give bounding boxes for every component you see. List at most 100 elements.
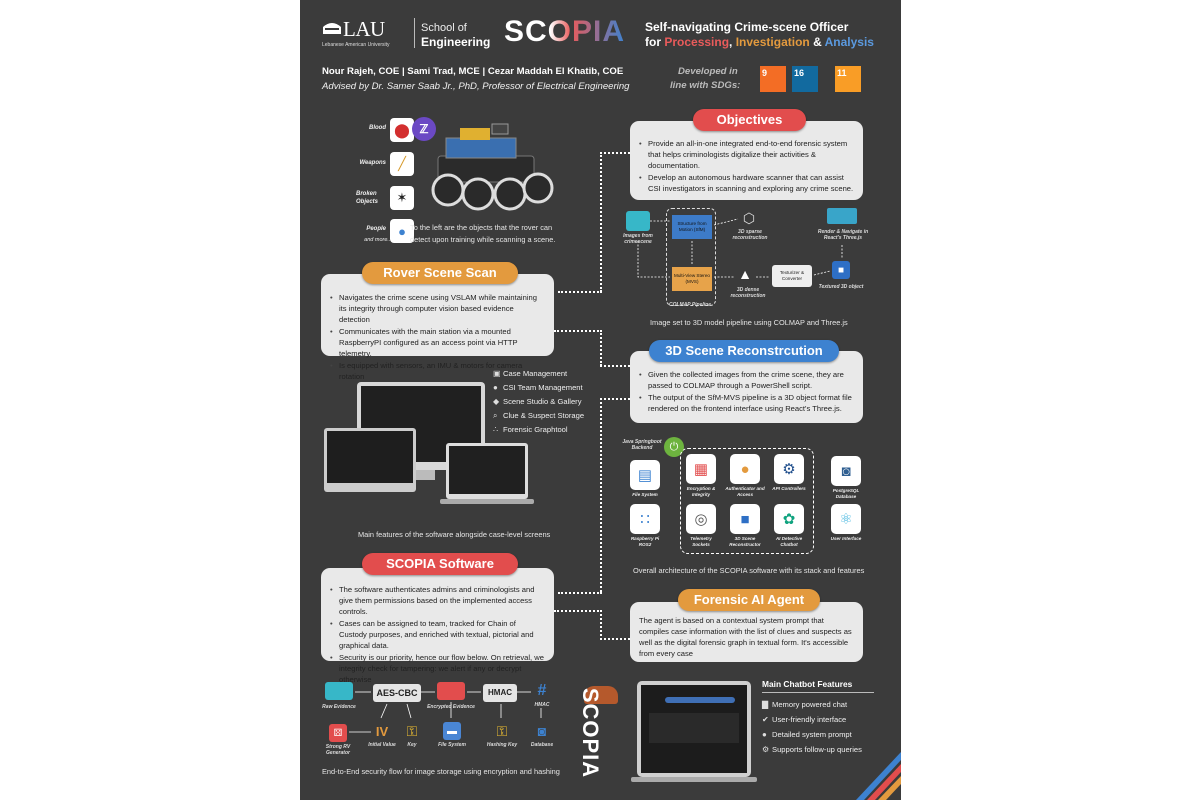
chatbot-screen bbox=[641, 685, 747, 773]
features-caption: Main features of the software alongside … bbox=[358, 530, 551, 539]
chatbot-node: ✿ bbox=[774, 504, 804, 534]
detect-caption-1: To the left are the objects that the rov… bbox=[410, 223, 553, 232]
laptop-mockup bbox=[446, 443, 528, 499]
tagline-for: for bbox=[645, 35, 665, 49]
sdg-9-badge: 9 bbox=[760, 66, 786, 92]
laptop-base bbox=[440, 499, 534, 504]
sparse-cloud-icon: ⬡ bbox=[742, 209, 756, 226]
mascot-logo: SCOPIA bbox=[578, 687, 603, 779]
raspberry-node: ∷ bbox=[630, 504, 660, 534]
architecture-diagram: Java Springboot Backend ⏻ ▤ File System … bbox=[622, 434, 873, 562]
objective-item-2: Develop an autonomous hardware scanner t… bbox=[639, 172, 854, 194]
connector-recon-h bbox=[600, 398, 630, 400]
hash-icon: # bbox=[537, 682, 547, 699]
key-label: Key bbox=[407, 742, 417, 748]
postgres-node: ◙ bbox=[831, 456, 861, 486]
authors: Nour Rajeh, COE | Sami Trad, MCE | Cezar… bbox=[322, 66, 624, 77]
software-title: SCOPIA Software bbox=[362, 553, 518, 575]
bars-icon: ▇ bbox=[762, 700, 769, 709]
poster: LAU Lebanese American University School … bbox=[300, 0, 901, 800]
encryption-node: ▦ bbox=[686, 454, 716, 484]
broken-glass-icon: ✶ bbox=[390, 186, 414, 210]
chatbot-feature-label: Memory powered chat bbox=[772, 700, 848, 709]
rover-item-2: Communicates with the main station via a… bbox=[330, 326, 545, 359]
texturizer-box: Texturizer & Converter bbox=[772, 265, 812, 287]
connector-recon-in bbox=[600, 365, 630, 367]
sdg-label-1: Developed in bbox=[678, 66, 738, 77]
chatbot-title-underline bbox=[762, 692, 874, 693]
agent-title: Forensic AI Agent bbox=[678, 589, 820, 611]
lau-subtitle: Lebanese American University bbox=[322, 42, 390, 48]
mascot-hat-icon bbox=[584, 686, 618, 704]
connector-objectives-h bbox=[600, 152, 630, 154]
rover-item-1: Navigates the crime scene using VSLAM wh… bbox=[330, 292, 545, 325]
team-icon: ● bbox=[493, 383, 498, 392]
hmac-box: HMAC bbox=[483, 684, 517, 702]
chatbot-label: AI Detective Chatbot bbox=[775, 536, 803, 547]
sparse-label: 3D sparse reconstruction bbox=[732, 229, 768, 241]
feature-item-clue-storage: ⌕Clue & Suspect Storage bbox=[493, 411, 584, 421]
connector-software-out-h bbox=[554, 610, 602, 612]
corner-stripes bbox=[856, 752, 901, 800]
scopia-logo: SCOPIA bbox=[504, 15, 625, 49]
hkey-label: Hashing Key bbox=[486, 742, 518, 748]
api-label: API Controllers bbox=[772, 486, 806, 491]
lau-logo: LAU Lebanese American University bbox=[322, 17, 407, 51]
chatbot-feature-memory: ▇Memory powered chat bbox=[762, 700, 847, 709]
magnifier-icon: ⌕ bbox=[493, 411, 498, 420]
hashing-key-icon: ⚿ bbox=[496, 722, 508, 739]
raw-evidence-icon bbox=[325, 682, 353, 700]
connector-objectives-v bbox=[600, 152, 602, 292]
knife-icon: ╱ bbox=[390, 152, 414, 176]
chatbot-feature-prompt: ●Detailed system prompt bbox=[762, 730, 852, 739]
springboot-icon: ⏻ bbox=[664, 437, 684, 457]
connector-agent-in bbox=[600, 638, 630, 640]
chatbot-laptop-base bbox=[631, 777, 757, 782]
dense-label: 3D dense reconstruction bbox=[730, 287, 766, 299]
dense-cloud-icon: ▲ bbox=[738, 266, 752, 282]
security-arrows bbox=[349, 691, 542, 733]
db-label: Database bbox=[530, 742, 554, 748]
brand-swirl-icon: ℤ bbox=[412, 117, 436, 141]
detect-label-people: People bbox=[366, 226, 386, 232]
blood-drop-icon: ⬤ bbox=[390, 118, 414, 142]
reconstructor-label: 3D Scene Reconstructor bbox=[729, 536, 761, 547]
connector-recon-v bbox=[600, 398, 602, 592]
pipeline-diagram: Images from crimescene Structure from Mo… bbox=[620, 205, 880, 310]
recon-title: 3D Scene Reconstrcution bbox=[649, 340, 839, 362]
tagline-investigation: Investigation bbox=[735, 35, 810, 49]
rover-item-3: Is equipped with sensors, an IMU & motor… bbox=[330, 360, 545, 382]
colmap-frame bbox=[666, 208, 716, 306]
arch-caption: Overall architecture of the SCOPIA softw… bbox=[633, 566, 865, 575]
feature-label: Scene Studio & Gallery bbox=[503, 397, 582, 406]
sdg-9-number: 9 bbox=[762, 68, 768, 78]
file-system-label: File System bbox=[632, 492, 658, 497]
connector-software-in bbox=[558, 592, 602, 594]
person-icon: ● bbox=[390, 219, 414, 243]
recon-item-1: Given the collected images from the crim… bbox=[639, 369, 854, 391]
security-caption: End-to-End security flow for image stora… bbox=[322, 767, 560, 776]
iv-label: Initial Value bbox=[368, 742, 396, 748]
tagline-line1: Self-navigating Crime-scene Officer bbox=[645, 20, 849, 34]
feature-label: Forensic Graphtool bbox=[503, 425, 568, 434]
ui-label: User Interface bbox=[830, 536, 862, 541]
folder-icon: ▬ bbox=[443, 722, 461, 740]
render-screen-icon bbox=[827, 208, 857, 224]
dice-icon: ⚄ bbox=[329, 724, 347, 742]
feature-item-scene-studio: ◆Scene Studio & Gallery bbox=[493, 397, 582, 406]
software-item-2: Cases can be assigned to team, tracked f… bbox=[330, 618, 545, 651]
desktop-stand bbox=[405, 470, 435, 480]
chatbot-features-title: Main Chatbot Features bbox=[762, 679, 853, 689]
advisor: Advised by Dr. Samer Saab Jr., PhD, Prof… bbox=[322, 81, 630, 92]
sdg-label-2: line with SDGs: bbox=[670, 80, 741, 91]
detect-label-more: and more... bbox=[364, 237, 392, 243]
sdg-11-badge: 11 bbox=[835, 66, 861, 92]
agent-text: The agent is based on a contextual syste… bbox=[639, 616, 852, 658]
reconstructor-node: ■ bbox=[730, 504, 760, 534]
authenticator-node: ● bbox=[730, 454, 760, 484]
fs-label: File System bbox=[438, 742, 466, 748]
rover-card: Navigates the crime scene using VSLAM wh… bbox=[321, 274, 554, 381]
chat-message-bubble bbox=[665, 697, 735, 703]
telemetry-node: ◎ bbox=[686, 504, 716, 534]
feature-label: Case Management bbox=[503, 369, 568, 378]
